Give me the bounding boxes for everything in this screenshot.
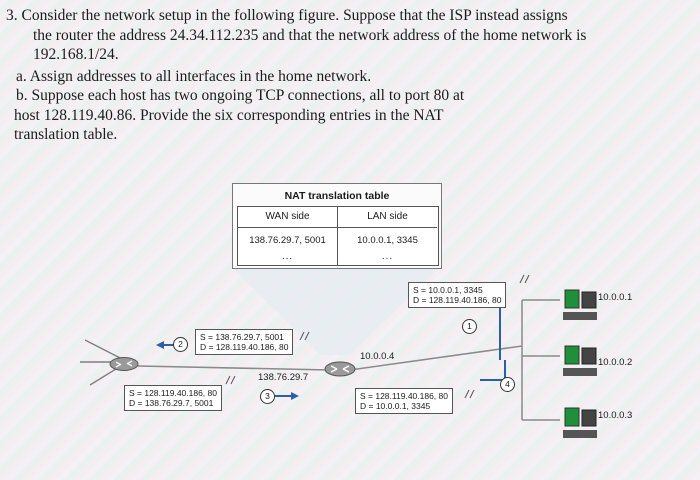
nat-lan-ellipsis: ... [381, 251, 394, 262]
host-3-address: 10.0.0.3 [598, 410, 633, 421]
arrow-heads [156, 341, 299, 400]
nat-wan-header: WAN side [265, 211, 310, 222]
packet-4: S = 128.119.40.186, 80 D = 10.0.0.1, 334… [355, 388, 453, 414]
step-1-marker: 1 [462, 319, 477, 334]
nat-table-callout [232, 267, 440, 355]
question-line-3: 192.168.1/24. [33, 46, 119, 63]
nat-lan-header: LAN side [367, 211, 408, 222]
packet-4-source: S = 128.119.40.186, 80 [360, 391, 448, 401]
isp-router-icon [109, 357, 139, 371]
wan-link [137, 365, 331, 371]
nat-table-title: NAT translation table [284, 190, 390, 202]
question-part-b-1: b. Suppose each host has two ongoing TCP… [16, 87, 465, 104]
step-2-marker: 2 [173, 337, 188, 352]
packet-1: S = 10.0.0.1, 3345 D = 128.119.40.186, 8… [408, 282, 507, 308]
packet-2-source: S = 138.76.29.7, 5001 [200, 332, 284, 342]
nat-table-grid: WAN side 138.76.29.7, 5001 ... LAN side … [237, 206, 439, 266]
lan-links [349, 299, 560, 421]
packet-3-source: S = 128.119.40.186, 80 [129, 388, 217, 398]
packet-2: S = 138.76.29.7, 5001 D = 128.119.40.186… [195, 329, 294, 355]
computer-icon [563, 345, 597, 376]
question-text: 3. Consider the network setup in the fol… [6, 6, 696, 145]
router-wan-address: 138.76.29.7 [258, 372, 309, 383]
packet-1-dest: D = 128.119.40.186, 80 [413, 295, 502, 305]
packet-3: S = 128.119.40.186, 80 D = 138.76.29.7, … [124, 385, 222, 411]
step-4-marker: 4 [500, 377, 515, 392]
packet-2-dest: D = 128.119.40.186, 80 [200, 342, 289, 352]
nat-header-divider-right [338, 227, 437, 228]
packet-3-dest: D = 138.76.29.7, 5001 [129, 398, 214, 408]
nat-translation-table: NAT translation table WAN side 138.76.29… [232, 183, 442, 269]
host-1-address: 10.0.0.1 [598, 292, 633, 303]
question-part-b-3: translation table. [14, 126, 118, 143]
question-line-2: the router the address 24.34.112.235 and… [33, 26, 587, 44]
question-part-b-2: host 128.119.40.86. Provide the six corr… [14, 106, 444, 124]
nat-wan-value: 138.76.29.7, 5001 [249, 235, 326, 246]
step-3-marker: 3 [260, 389, 275, 404]
nat-wan-ellipsis: ... [281, 251, 294, 262]
router-lan-address: 10.0.0.4 [360, 351, 395, 362]
nat-lan-value: 10.0.0.1, 3345 [357, 235, 418, 246]
host-2-address: 10.0.0.2 [598, 357, 633, 368]
computer-icon [563, 289, 597, 320]
nat-router-icon [324, 361, 356, 377]
computer-icon [563, 407, 597, 438]
question-line-1: 3. Consider the network setup in the fol… [6, 7, 568, 24]
question-part-a: a. Assign addresses to all interfaces in… [16, 67, 372, 85]
packet-4-dest: D = 10.0.0.1, 3345 [360, 401, 431, 411]
packet-1-source: S = 10.0.0.1, 3345 [413, 285, 483, 295]
nat-wan-column: WAN side 138.76.29.7, 5001 ... [238, 207, 338, 265]
nat-lan-column: LAN side 10.0.0.1, 3345 ... [338, 207, 437, 265]
packet-ticks [225, 274, 530, 399]
nat-header-divider [238, 227, 337, 228]
